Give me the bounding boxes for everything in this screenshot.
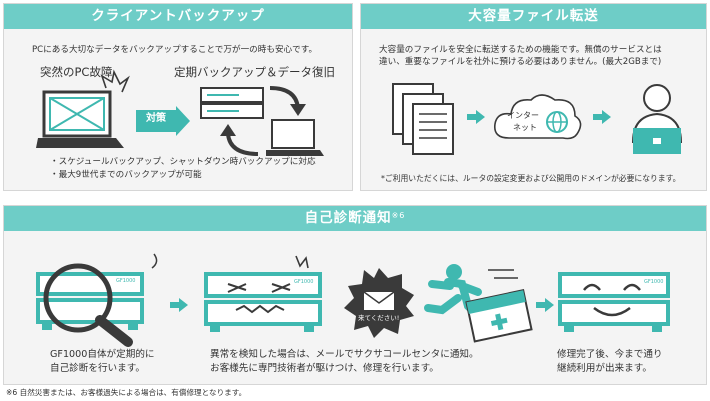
sync-arrow-up	[220, 124, 259, 156]
diagnosis-arrow-1	[170, 298, 188, 312]
mail-badge-icon	[344, 268, 414, 338]
device-brand-1: GF1000	[116, 278, 136, 284]
person-laptop-icon	[631, 84, 683, 154]
mail-badge-label: 来てください!	[358, 314, 400, 322]
backup-description: PCにある大切なデータをバックアップすることで万が一の時も安心です。	[32, 45, 318, 55]
laptop-icon	[266, 119, 324, 156]
step2-line1: 異常を検知した場合は、メールでサクサコールセンタに通知。	[210, 349, 479, 360]
backup-bullet-1: ・スケジュールバックアップ、シャットダウン時バックアップに対応	[50, 157, 316, 167]
alert-device-icon	[204, 255, 322, 332]
backup-bullet-2: ・最大9世代までのバックアップが可能	[50, 170, 202, 180]
transfer-title: 大容量ファイル転送	[361, 4, 706, 29]
device-brand-3: GF1000	[644, 279, 664, 285]
measure-label: 対策	[146, 113, 166, 124]
transfer-arrow-2	[593, 110, 611, 124]
step3-line1: 修理完了後、今まで通り	[557, 349, 663, 360]
nas-device-icon	[200, 87, 264, 119]
transfer-arrow-1	[467, 110, 485, 124]
transfer-description-2: 違い、重要なファイルを社外に預ける必要はありません。(最大2GBまで)	[379, 57, 662, 67]
step1-line2: 自己診断を行います。	[50, 363, 145, 374]
transfer-description-1: 大容量のファイルを安全に転送するための機能です。無償のサービスとは	[379, 45, 662, 55]
diagnosis-title-mark: ※6	[391, 211, 406, 220]
step1-line1: GF1000自体が定期的に	[50, 349, 155, 360]
cloud-icon	[493, 94, 582, 140]
internet-label-2: ネット	[513, 123, 537, 132]
backup-panel: クライアントバックアップ PCにある大切なデータをバックアップすることで万が一の…	[3, 3, 353, 191]
broken-laptop-icon	[36, 69, 130, 148]
documents-icon	[392, 83, 454, 155]
step2-line2: お客様先に専門技術者が駆けつけ、修理を行います。	[210, 363, 439, 374]
diagnosis-header: 自己診断通知※6	[4, 206, 706, 231]
sync-arrow-down	[269, 86, 306, 116]
diagnosis-panel: 自己診断通知※6 GF1000 GF1000 来てください!	[3, 205, 707, 385]
footnote: ※6 自然災害または、お客様過失による場合は、有償修理となります。	[6, 388, 247, 397]
diagnosis-arrow-2	[536, 298, 554, 312]
failure-label: 突然のPC故障	[40, 65, 113, 79]
happy-device-icon	[558, 272, 670, 332]
diagnosis-device-icon	[36, 253, 158, 347]
transfer-note: *ご利用いただくには、ルータの設定変更および公開用のドメインが必要になります。	[381, 174, 681, 183]
internet-label-1: インター	[507, 111, 539, 120]
backup-title: クライアントバックアップ	[4, 4, 352, 29]
diagnosis-title: 自己診断通知	[304, 210, 392, 226]
step3-line2: 継続利用が出来ます。	[557, 363, 652, 374]
measure-arrow	[136, 106, 190, 136]
restore-label: 定期バックアップ＆データ復旧	[174, 65, 335, 79]
transfer-panel: 大容量ファイル転送 大容量のファイルを安全に転送するための機能です。無償のサービ…	[360, 3, 707, 191]
technician-icon	[424, 264, 533, 343]
device-brand-2: GF1000	[294, 279, 314, 285]
